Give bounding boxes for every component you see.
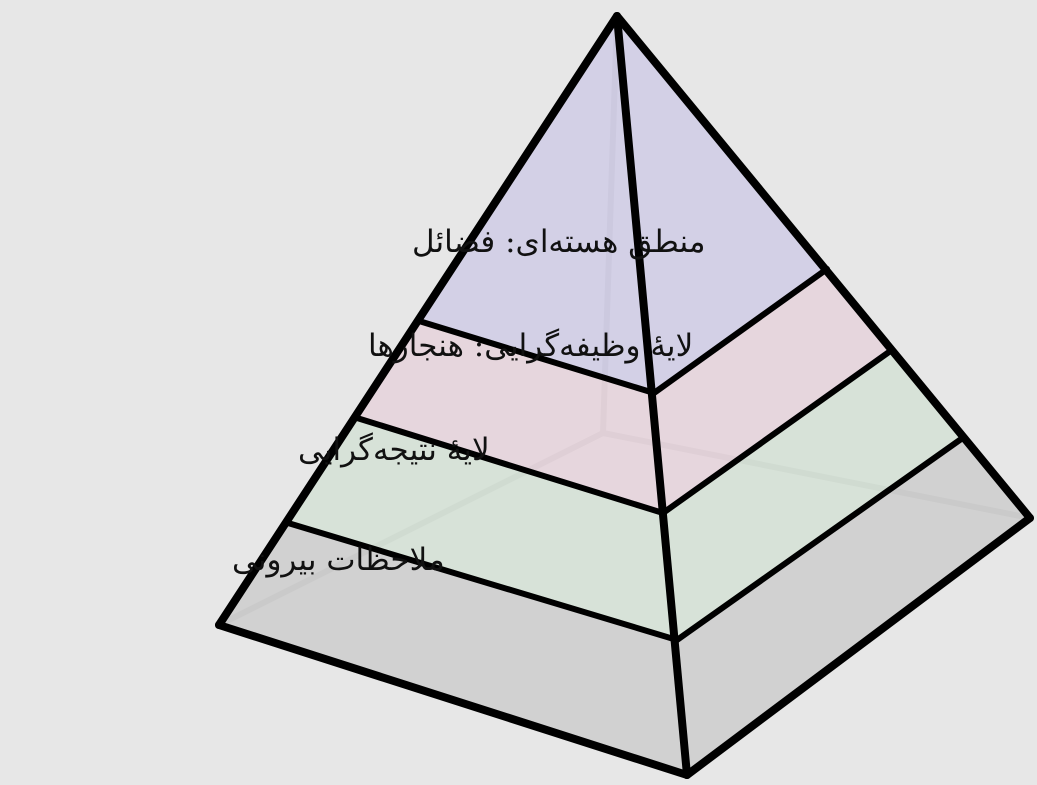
left-face [219,16,687,775]
label-top-layer: منطق هسته‌ای: فضائل [412,224,706,260]
label-base-layer: ملاحظات بیرونی [232,542,445,578]
label-second-layer: لایۀ وظیفه‌گرایی: هنجارها [368,328,693,364]
label-third-layer: لایۀ نتیجه‌گرایی [298,432,490,468]
